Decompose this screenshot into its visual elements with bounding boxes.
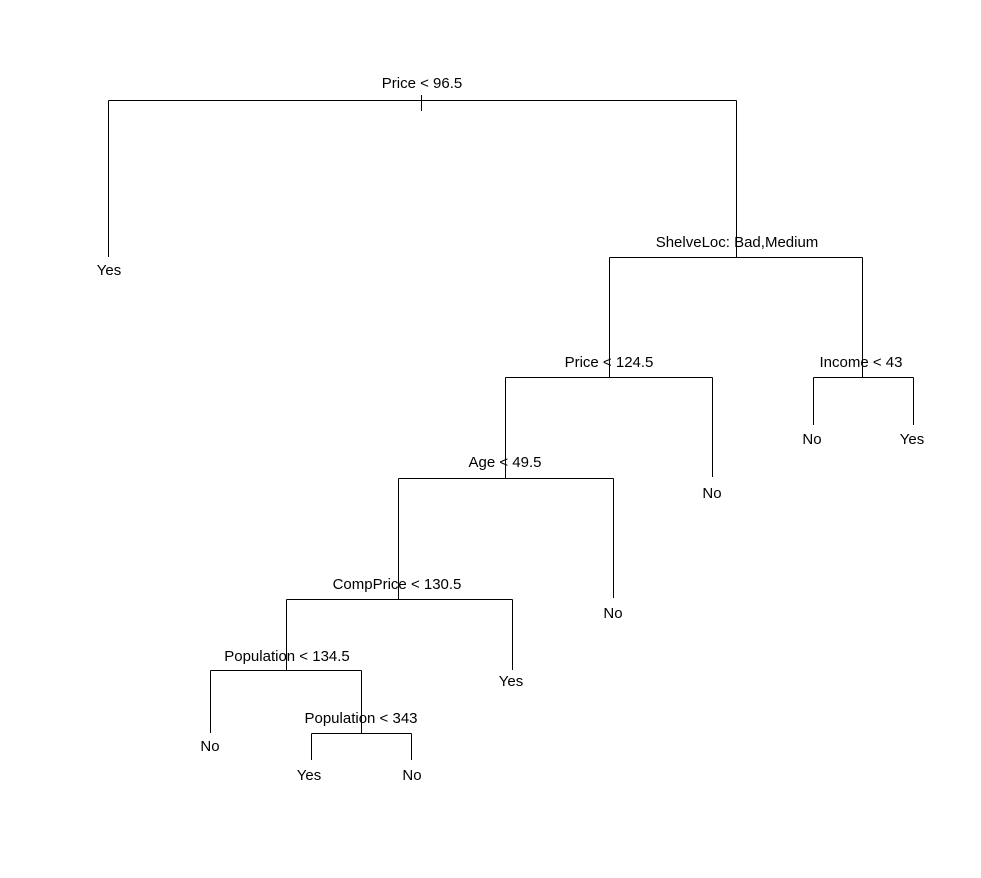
- branch-root: [108, 95, 737, 258]
- branch-price-124: [505, 377, 713, 479]
- split-label-population-343: Population < 343: [304, 710, 418, 727]
- branch-population-343: [311, 733, 412, 760]
- leaf-label-yes-population-343-left: Yes: [296, 767, 322, 784]
- branch-compprice-130: [286, 599, 513, 671]
- branch-shelveloc: [609, 257, 863, 378]
- split-label-price-124-5: Price < 124.5: [564, 354, 654, 371]
- branch-age-49: [398, 478, 614, 600]
- split-label-price-96-5: Price < 96.5: [381, 75, 463, 92]
- split-label-population-134-5: Population < 134.5: [224, 648, 350, 665]
- leaf-label-yes-income-right: Yes: [899, 431, 925, 448]
- leaf-label-no-price-124-right: No: [702, 485, 722, 502]
- split-label-age-49-5: Age < 49.5: [468, 454, 542, 471]
- leaf-label-yes-compprice-right: Yes: [498, 673, 524, 690]
- leaf-label-no-population-343-right: No: [402, 767, 422, 784]
- leaf-label-yes-root-left: Yes: [96, 262, 122, 279]
- split-label-compprice-130-5: CompPrice < 130.5: [332, 576, 462, 593]
- leaf-label-no-income-left: No: [802, 431, 822, 448]
- branch-income-43: [813, 377, 914, 425]
- leaf-label-no-age-right: No: [603, 605, 623, 622]
- branch-population-134: [210, 670, 362, 734]
- split-label-shelveloc-bad-medium: ShelveLoc: Bad,Medium: [655, 234, 819, 251]
- split-label-income-43: Income < 43: [819, 354, 903, 371]
- leaf-label-no-population-134-left: No: [200, 738, 220, 755]
